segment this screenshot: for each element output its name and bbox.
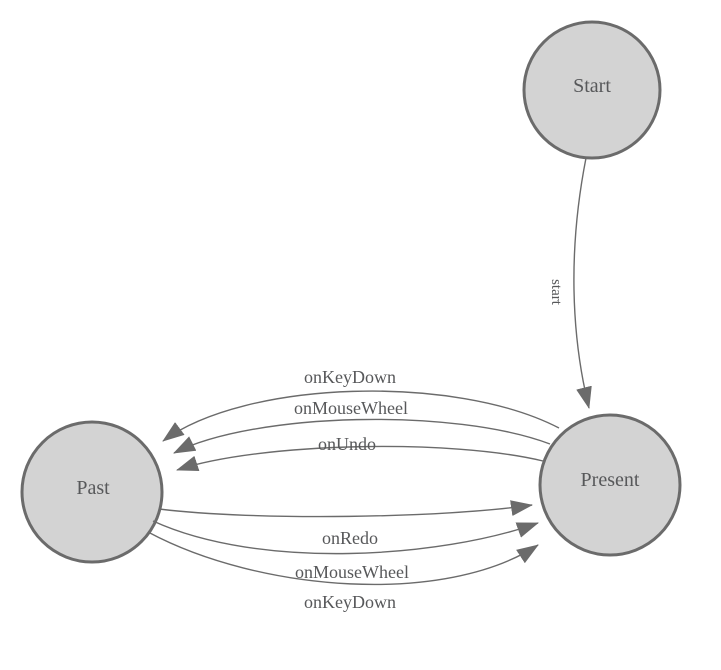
edge-past-to-present-onredo (158, 500, 533, 518)
edge-label-onredo: onRedo (322, 528, 378, 548)
edge-label-onundo: onUndo (318, 434, 376, 454)
edge-label-start: start (548, 279, 564, 306)
node-present[interactable] (538, 413, 682, 557)
edge-past-to-present-onmousewheel (152, 520, 539, 555)
node-present-label: Present (581, 469, 640, 491)
node-start-label: Start (573, 75, 611, 97)
edge-label-onmousewheel-top: onMouseWheel (294, 398, 408, 418)
edge-present-to-past-onkeydown (162, 390, 560, 442)
edge-present-to-past-onundo (176, 445, 544, 472)
edge-label-onkeydown-top: onKeyDown (304, 367, 396, 387)
node-past-label: Past (76, 477, 110, 499)
edge-label-onkeydown-bottom: onKeyDown (304, 592, 396, 612)
node-past[interactable] (20, 420, 164, 564)
node-start[interactable] (522, 20, 662, 160)
edge-start-to-present (573, 157, 592, 409)
edge-present-to-past-onmousewheel (173, 418, 551, 454)
edge-label-onmousewheel-bottom: onMouseWheel (295, 562, 409, 582)
edge-past-to-present-onkeydown (147, 531, 539, 586)
